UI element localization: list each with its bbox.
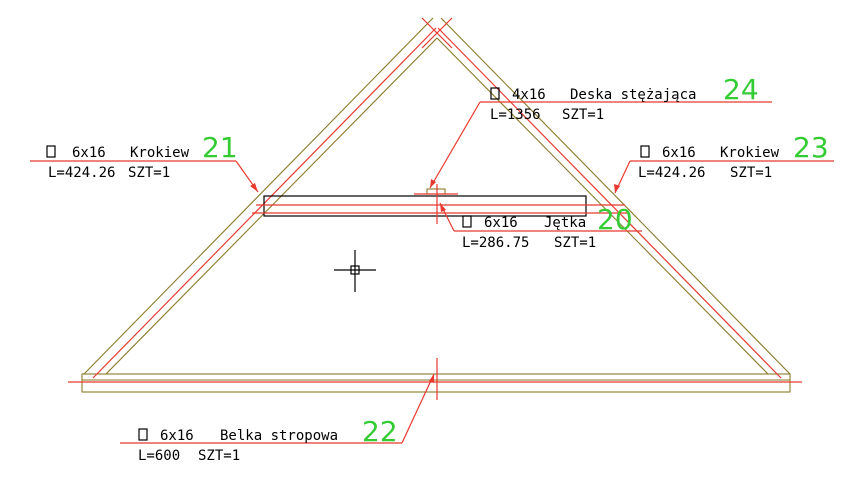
label-20[interactable]: 6x16 Jętka L=286.75 SZT=1 20 [439,202,642,251]
label-22-number: 22 [362,415,398,448]
section-square-icon [462,215,472,228]
label-24-section: 4x16 [512,87,546,103]
label-24-length: L=1356 [490,107,541,123]
section-square-icon [640,145,650,158]
label-21-length: L=424.26 [48,165,115,181]
label-20-section: 6x16 [484,215,518,231]
label-21-section: 6x16 [72,145,106,161]
label-23[interactable]: 6x16 Krokiew L=424.26 SZT=1 23 [614,131,834,194]
label-22-section: 6x16 [160,428,194,444]
label-21-number: 21 [202,131,238,164]
section-square-icon [46,145,56,158]
label-22-name: Belka stropowa [220,428,338,444]
label-24-number: 24 [723,73,759,106]
label-23-number: 23 [793,131,829,164]
label-20-number: 20 [597,203,633,236]
section-square-icon [490,87,500,100]
section-square-icon [138,428,148,441]
label-21-count: SZT=1 [128,165,170,181]
label-23-name: Krokiew [720,145,780,161]
label-24[interactable]: 4x16 Deska stężająca L=1356 SZT=1 24 [429,73,772,189]
label-24-name: Deska stężająca [570,87,696,103]
ceiling-beam[interactable] [68,373,802,393]
label-21-name: Krokiew [130,145,190,161]
label-20-length: L=286.75 [462,235,529,251]
label-23-length: L=424.26 [638,165,705,181]
left-rafter[interactable] [83,17,438,379]
collar-tie[interactable] [252,184,628,224]
right-rafter[interactable] [436,17,791,379]
cursor-crosshair-icon [334,250,376,292]
label-20-name: Jętka [544,215,586,231]
label-23-section: 6x16 [662,145,696,161]
label-23-count: SZT=1 [730,165,772,181]
label-22-count: SZT=1 [198,448,240,464]
label-22[interactable]: 6x16 Belka stropowa L=600 SZT=1 22 [120,373,435,464]
label-24-count: SZT=1 [562,107,604,123]
label-20-count: SZT=1 [554,235,596,251]
label-22-length: L=600 [138,448,180,464]
apex-mark [421,17,453,49]
label-21[interactable]: 6x16 Krokiew L=424.26 SZT=1 21 [30,131,259,193]
